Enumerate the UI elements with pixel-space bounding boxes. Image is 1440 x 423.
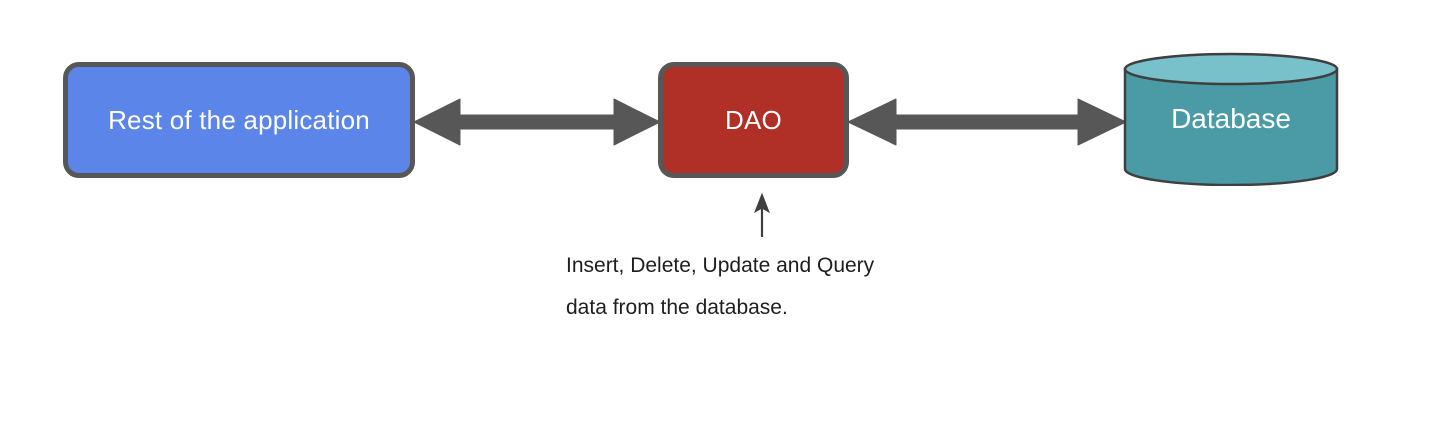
double-arrow-icon (413, 98, 661, 146)
node-dao-label: DAO (725, 105, 782, 135)
caption-line-2: data from the database. (566, 296, 788, 319)
arrow-up-icon (754, 192, 770, 237)
caption-block: Insert, Delete, Update and Query data fr… (566, 245, 1026, 329)
connector-app-to-dao (412, 93, 662, 151)
node-rest-of-application-label: Rest of the application (108, 105, 370, 135)
node-database[interactable]: Database (1122, 52, 1340, 186)
caption-line-1: Insert, Delete, Update and Query (566, 254, 875, 277)
database-cylinder-icon (1123, 52, 1339, 186)
connector-caption-pointer (742, 190, 782, 238)
double-arrow-icon (847, 98, 1127, 146)
node-rest-of-application[interactable]: Rest of the application (63, 62, 415, 178)
connector-dao-to-database (846, 93, 1128, 151)
node-dao[interactable]: DAO (658, 62, 849, 178)
